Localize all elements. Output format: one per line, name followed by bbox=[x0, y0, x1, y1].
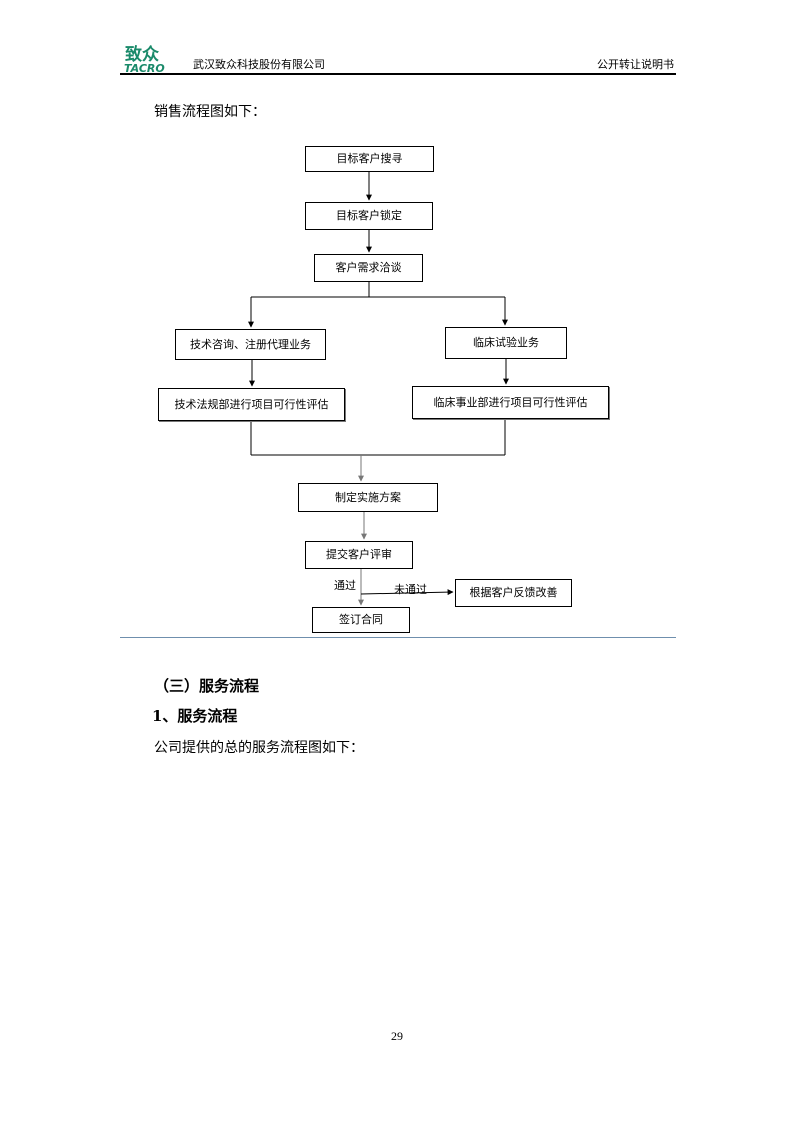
node-feedback-improve: 根据客户反馈改善 bbox=[455, 579, 572, 607]
connector-fail-feedback bbox=[360, 589, 454, 596]
sales-flow-intro: 销售流程图如下： bbox=[154, 104, 266, 120]
section-heading: （三）服务流程 bbox=[154, 677, 260, 695]
sub-heading: 1、服务流程 bbox=[152, 707, 238, 725]
header-document-title: 公开转让说明书 bbox=[597, 58, 674, 71]
sales-flowchart bbox=[248, 172, 509, 606]
node-clinical-eval: 临床事业部进行项目可行性评估 bbox=[412, 386, 609, 419]
edge-label-fail: 未通过 bbox=[394, 583, 427, 596]
service-flow-intro: 公司提供的总的服务流程图如下： bbox=[154, 740, 364, 756]
page-number: 29 bbox=[391, 1029, 403, 1043]
node-plan: 制定实施方案 bbox=[298, 483, 438, 512]
header-divider bbox=[120, 73, 676, 75]
node-sign-contract: 签订合同 bbox=[312, 607, 410, 633]
flow-connectors bbox=[248, 172, 509, 606]
header-company-name: 武汉致众科技股份有限公司 bbox=[193, 58, 325, 71]
section-divider bbox=[120, 637, 676, 638]
node-target-search: 目标客户搜寻 bbox=[305, 146, 434, 172]
svg-text:致众: 致众 bbox=[125, 44, 160, 65]
node-needs-talk: 客户需求洽谈 bbox=[314, 254, 423, 282]
node-submit-review: 提交客户评审 bbox=[305, 541, 413, 569]
node-tech-consult: 技术咨询、注册代理业务 bbox=[175, 329, 326, 360]
edge-label-pass: 通过 bbox=[334, 579, 356, 592]
node-target-lock: 目标客户锁定 bbox=[305, 202, 433, 230]
node-tech-reg-eval: 技术法规部进行项目可行性评估 bbox=[158, 388, 345, 421]
company-logo: 致众 TACRO bbox=[124, 44, 165, 74]
node-clinical-trial: 临床试验业务 bbox=[445, 327, 567, 359]
svg-text:TACRO: TACRO bbox=[124, 62, 165, 74]
